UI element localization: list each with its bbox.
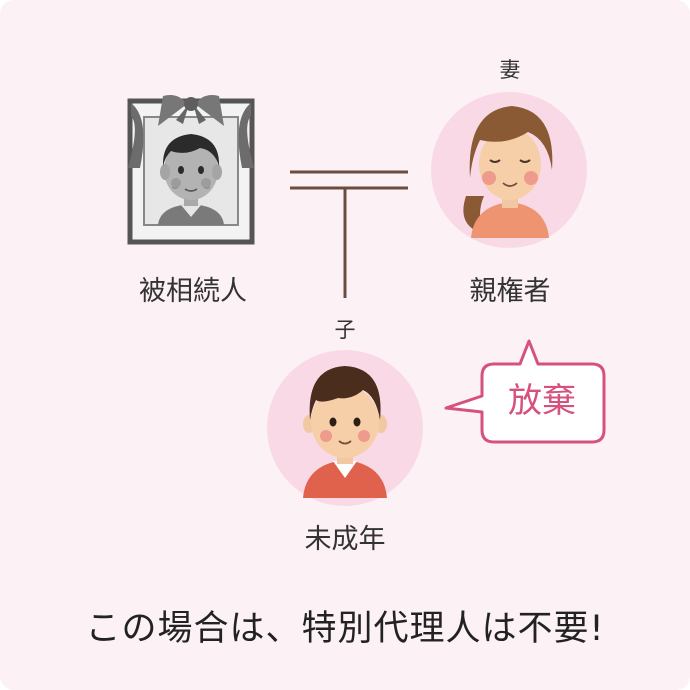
deceased-label: 被相続人: [122, 278, 264, 305]
woman-avatar-icon: [431, 92, 587, 248]
child-label: 未成年: [275, 526, 415, 553]
child-role-label: 子: [320, 320, 370, 341]
relationship-lines: [290, 172, 408, 298]
spouse-label: 親権者: [440, 278, 580, 305]
deceased-portrait-icon: [128, 95, 254, 242]
caption: この場合は、特別代理人は不要!: [0, 612, 690, 647]
spouse-role-label: 妻: [485, 60, 535, 81]
boy-avatar-icon: [267, 350, 423, 506]
speech-bubble-text: 放棄: [478, 384, 606, 418]
